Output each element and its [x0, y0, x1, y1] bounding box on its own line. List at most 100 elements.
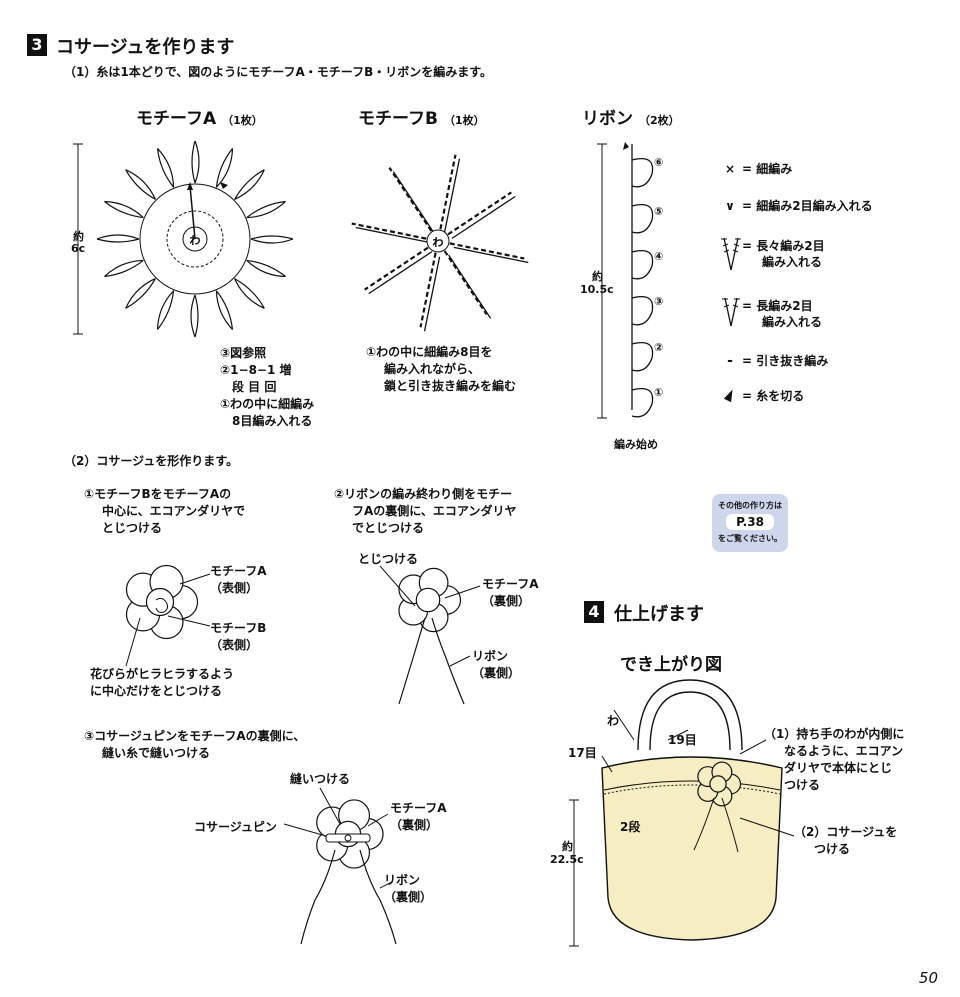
motif-a-petal	[125, 169, 156, 200]
motif-a-petal-inner	[234, 278, 265, 309]
motif-a-petal-inner	[125, 278, 156, 309]
ribbon-title-text: リボン	[582, 109, 633, 129]
bag-label-17: 17目	[568, 746, 597, 760]
motif-b-ray-return	[453, 246, 529, 264]
legend-text-3: = 長々編み2目	[742, 239, 825, 253]
flower-center	[709, 775, 727, 793]
sub2-line-1: ②リボンの編み終わり側をモチー	[334, 487, 513, 501]
motif-a-petal	[234, 278, 265, 309]
bag-size-1: 約	[562, 840, 573, 853]
ribbon-loop	[631, 203, 654, 234]
motif-a-note-1: ③図参照	[220, 346, 267, 360]
slip-stitch-icon: -	[727, 353, 733, 369]
treble-icon	[722, 297, 740, 327]
motif-b-ray	[351, 222, 427, 240]
ref-line-1: その他の作り方は	[718, 501, 782, 510]
motif-a-chart: わ	[73, 140, 294, 338]
motif-a-petal	[104, 259, 144, 277]
section4-title: 仕上げます	[614, 604, 704, 625]
cut-yarn-icon	[718, 386, 742, 403]
ribbon-loop	[631, 157, 654, 188]
sub2-flower-ribbon-illustration	[379, 565, 481, 705]
bag-note-1-line-3: ダリヤで本体にとじ	[784, 761, 893, 775]
motif-b-ray	[449, 242, 525, 260]
v-symbol-icon: ∨	[725, 199, 735, 213]
motif-a-petal	[157, 148, 175, 188]
ribbon-loop	[631, 387, 654, 418]
sub3-label-r: リボン （裏側）	[384, 872, 432, 906]
motif-b-ray	[447, 191, 512, 236]
ribbon-loop	[631, 295, 654, 326]
motif-b-chart: わ	[351, 154, 529, 332]
bag-note-1: （1）持ち手のわが内側に なるように、エコアン ダリヤで本体にとじ つける	[764, 726, 904, 794]
motif-b-notes: ①わの中に細編み8目を 編み入れながら、 鎖と引き抜き編みを編む	[366, 344, 516, 395]
motif-a-petal	[246, 259, 286, 278]
sub2-line-2: フAの裏側に、エコアンダリヤ	[352, 504, 517, 518]
ribbon-chart	[597, 142, 654, 419]
step2-text: （2）コサージュを形作ります。	[64, 454, 239, 468]
motif-b-title: モチーフB （1枚）	[358, 104, 485, 129]
ribbon-row-5: ⑤	[654, 205, 664, 218]
bag-note-1-line-4: つける	[784, 778, 821, 792]
sub3-label-a-2: （裏側）	[390, 818, 439, 832]
sub1-label-b: モチーフB （表側）	[210, 620, 266, 654]
motif-a-petal	[194, 140, 200, 184]
motif-a-petal	[125, 278, 156, 309]
legend-text-3b: 編み入れる	[762, 255, 823, 269]
motif-b-ray-return	[443, 158, 461, 234]
sub2-text: ②リボンの編み終わり側をモチー フAの裏側に、エコアンダリヤ でとじつける	[334, 486, 516, 537]
sub3-label-a-1: モチーフA	[390, 801, 447, 815]
section4-number: 4	[584, 601, 604, 623]
motif-b-ray-return	[451, 195, 516, 239]
sub1-label-a-2: （表側）	[210, 581, 259, 595]
legend-item-1: ×= 細編み	[718, 160, 792, 177]
flower-center	[145, 587, 175, 617]
motif-b-ray-return	[355, 226, 431, 244]
motif-a-petal-inner	[191, 140, 196, 184]
motif-b-ray	[439, 154, 457, 230]
legend-item-6: = 糸を切る	[718, 386, 804, 404]
sub3-text: ③コサージュピンをモチーフAの裏側に、 縫い糸で縫いつける	[84, 728, 305, 762]
ribbon-size-2: 10.5c	[580, 283, 614, 296]
sub3-label-r-2: （裏側）	[384, 890, 433, 904]
step1-text: （1）糸は1本どりで、図のようにモチーフA・モチーフB・リボンを編みます。	[64, 65, 493, 79]
section-number: 3	[27, 34, 47, 56]
ribbon-row-3: ③	[654, 295, 664, 308]
motif-a-note-2: ②1−8−1 増	[220, 363, 292, 377]
motif-a-petal-inner	[250, 235, 294, 240]
motif-a-notes: ③図参照 ②1−8−1 増 段 目 回 ①わの中に細編み 8目編み入れる	[220, 345, 314, 430]
sub1-note-2: に中心だけをとじつける	[90, 684, 223, 698]
ribbon-title: リボン （2枚）	[582, 104, 680, 129]
ref-page: P.38	[726, 514, 774, 530]
motif-a-petal-inner	[246, 200, 286, 219]
sub2-label-a-2: （裏側）	[482, 594, 531, 608]
motif-b-count: （1枚）	[443, 114, 485, 127]
motif-a-note-3: 段 目 回	[232, 380, 277, 394]
double-treble-icon	[721, 237, 741, 271]
legend-text-5: = 引き抜き編み	[742, 354, 829, 368]
legend-text-4: = 長編み2目	[742, 299, 813, 313]
ribbon-start: 編み始め	[614, 438, 658, 451]
motif-b-ray-return	[423, 256, 441, 332]
motif-a-petal-inner	[125, 169, 156, 200]
motif-a-petal-inner	[234, 169, 265, 200]
motif-a-petal-inner	[156, 148, 175, 188]
motif-a-petal	[215, 148, 234, 188]
sub2-label-a-1: モチーフA	[482, 577, 539, 591]
ribbon-count: （2枚）	[639, 114, 680, 127]
motif-a-petal-inner	[104, 259, 144, 278]
bag-note-1-line-2: なるように、エコアン	[784, 744, 904, 758]
ribbon-loop	[631, 249, 654, 280]
motif-b-title-text: モチーフB	[358, 109, 438, 129]
motif-b-note-2: 編み入れながら、	[384, 362, 481, 376]
legend-item-2: ∨ = 細編み2目編み入れる	[718, 197, 873, 214]
legend-text-6: = 糸を切る	[742, 389, 805, 403]
motif-b-center-label: わ	[433, 236, 444, 249]
legend-text-2: = 細編み2目編み入れる	[742, 199, 873, 213]
bag-size-2: 22.5c	[550, 853, 584, 866]
bag-note-2-line-2: つける	[814, 842, 851, 856]
ribbon-row-2: ②	[654, 341, 664, 354]
flower-center	[415, 587, 441, 613]
legend-item-4: = 長編み2目 編み入れる	[718, 297, 822, 330]
sub2-label-a: モチーフA （裏側）	[482, 576, 539, 610]
